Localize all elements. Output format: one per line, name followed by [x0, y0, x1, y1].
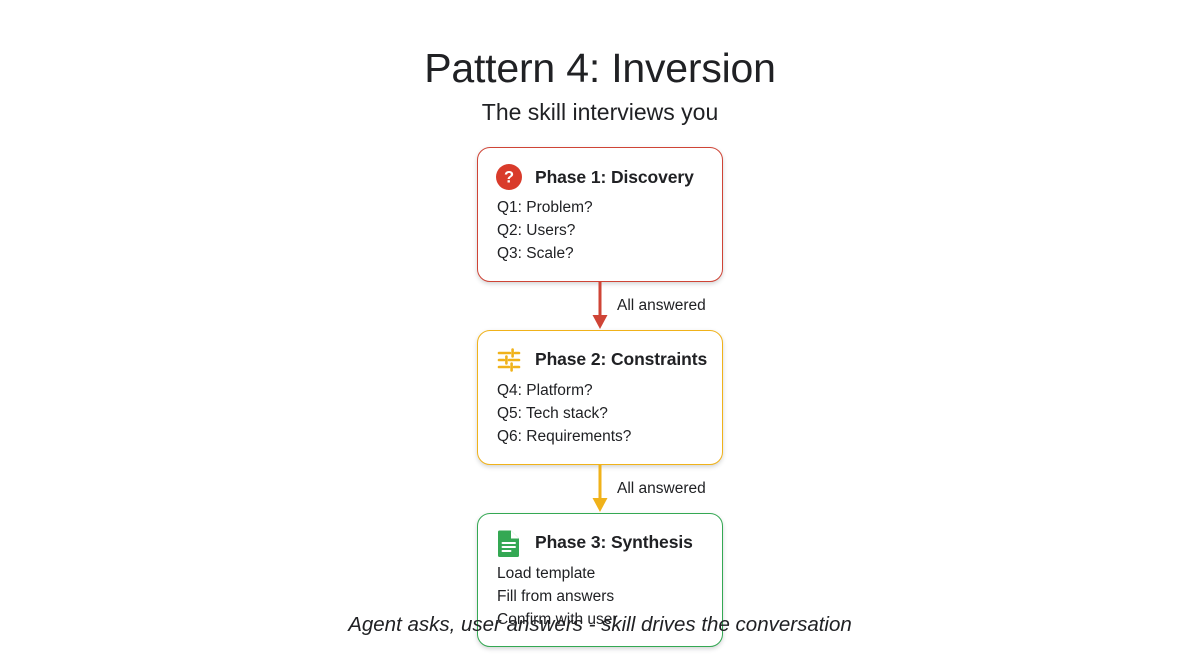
- phase-flow-diagram: ? Phase 1: Discovery Q1: Problem? Q2: Us…: [477, 147, 723, 648]
- phase-card-constraints[interactable]: Phase 2: Constraints Q4: Platform? Q5: T…: [477, 329, 723, 465]
- svg-text:?: ?: [504, 169, 514, 187]
- connector-label: All answered: [617, 296, 706, 314]
- page-subtitle: The skill interviews you: [481, 98, 719, 125]
- phase-line: Q5: Tech stack?: [497, 404, 608, 422]
- phase-card-discovery[interactable]: ? Phase 1: Discovery Q1: Problem? Q2: Us…: [477, 147, 723, 282]
- phase-line: Q6: Requirements?: [497, 427, 632, 445]
- phase-card-lines: Q4: Platform? Q5: Tech stack? Q6: Requir…: [494, 380, 706, 449]
- tune-sliders-icon: [494, 345, 524, 375]
- phase-card-lines: Q1: Problem? Q2: Users? Q3: Scale?: [494, 197, 706, 266]
- phase-card-lines: Load template Fill from answers Confirm …: [494, 563, 706, 632]
- phase-card-header: Phase 2: Constraints: [494, 345, 708, 375]
- phase-card-header: Phase 3: Synthesis: [494, 528, 706, 558]
- phase-card-title: Phase 3: Synthesis: [535, 532, 693, 553]
- phase-line: Q4: Platform?: [497, 381, 593, 399]
- arrow-down-icon: [592, 464, 608, 512]
- phase-line: Fill from answers: [497, 587, 615, 605]
- phase-card-synthesis[interactable]: Phase 3: Synthesis Load template Fill fr…: [477, 512, 723, 648]
- slide-caption: Agent asks, user answers - skill drives …: [348, 613, 852, 636]
- arrow-down-icon: [592, 281, 608, 329]
- phase-line: Q2: Users?: [497, 221, 576, 239]
- slide-header: Pattern 4: Inversion The skill interview…: [0, 45, 1200, 126]
- phase-card-title: Phase 2: Constraints: [535, 349, 708, 370]
- phase-card-header: ? Phase 1: Discovery: [494, 162, 706, 192]
- phase-card-title: Phase 1: Discovery: [535, 166, 694, 187]
- phase-line: Load template: [497, 564, 596, 582]
- connector-constraints-to-synthesis: All answered: [477, 464, 723, 513]
- question-mark-circle-icon: ?: [494, 162, 524, 192]
- phase-line: Confirm with user: [497, 610, 618, 628]
- connector-label: All answered: [617, 479, 706, 497]
- document-icon: [494, 528, 524, 558]
- connector-discovery-to-constraints: All answered: [477, 281, 723, 330]
- phase-line: Q3: Scale?: [497, 244, 574, 262]
- page-title: Pattern 4: Inversion: [424, 45, 776, 91]
- phase-line: Q1: Problem?: [497, 199, 593, 216]
